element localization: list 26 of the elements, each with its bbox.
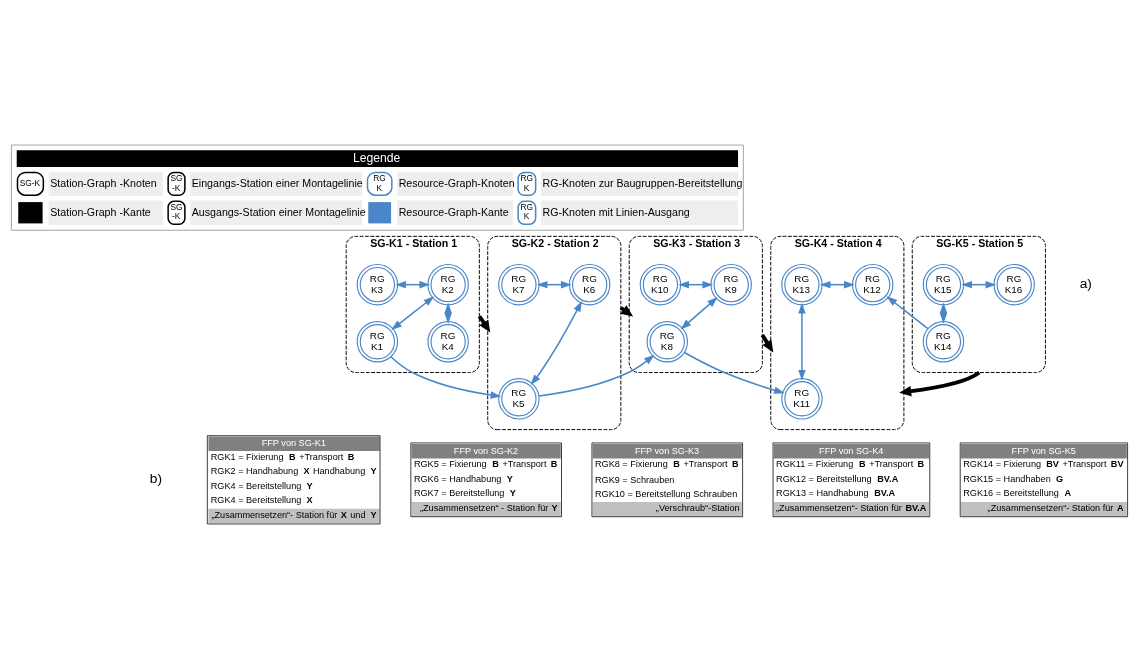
legend-label: Resource-Graph-Knoten bbox=[398, 176, 515, 189]
arrow bbox=[798, 302, 806, 381]
label: RG K bbox=[373, 172, 386, 193]
arrow bbox=[886, 295, 929, 329]
legend-label: RG-Knoten zur Baugruppen-Bereitstellung bbox=[542, 176, 743, 189]
arrow bbox=[390, 355, 502, 399]
legend-label: Eingangs-Station einer Montagelinie bbox=[191, 176, 363, 189]
arrow bbox=[683, 351, 785, 394]
arrow bbox=[530, 300, 582, 385]
legend-label: Resource-Graph-Kante bbox=[398, 205, 509, 218]
legend-label: Ausgangs-Station einer Montagelinie bbox=[191, 205, 366, 218]
arrow bbox=[899, 370, 981, 396]
label: SG -K bbox=[170, 172, 183, 193]
arrow bbox=[538, 354, 655, 397]
arrow bbox=[680, 296, 718, 329]
label: SG-K bbox=[19, 177, 41, 188]
label: RG K bbox=[520, 172, 533, 193]
label: RG K bbox=[520, 201, 533, 221]
legend-label: Station-Graph -Knoten bbox=[50, 176, 157, 189]
arrow bbox=[391, 295, 435, 330]
label: SG -K bbox=[170, 201, 183, 221]
label: Legende bbox=[353, 150, 401, 165]
legend-label: RG-Knoten mit Linien-Ausgang bbox=[542, 205, 690, 218]
legend-label: Station-Graph -Kante bbox=[50, 205, 151, 218]
label: a) bbox=[1079, 275, 1092, 291]
label: b) bbox=[149, 470, 163, 486]
